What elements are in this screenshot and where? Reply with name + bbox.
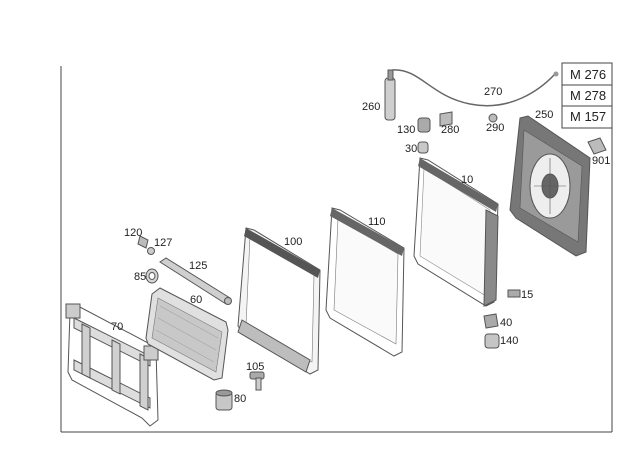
callout-labels: 10 15 30 40 60 70 80 85 100 105 110 120 …: [111, 86, 610, 405]
part-40-mount: [483, 313, 499, 329]
callout-105: 105: [246, 361, 264, 373]
callout-10: 10: [461, 174, 473, 186]
part-60-condenser: [145, 287, 229, 381]
part-250-fan-shroud: [509, 115, 591, 257]
engine-code-m157: M 157: [570, 109, 606, 124]
callout-15: 15: [521, 289, 533, 301]
callout-40: 40: [500, 317, 512, 329]
callout-120: 120: [124, 227, 142, 239]
callout-130: 130: [397, 124, 415, 136]
callout-290: 290: [486, 122, 504, 134]
callout-30: 30: [405, 143, 417, 155]
part-100-radiator: [237, 227, 321, 375]
callout-70: 70: [111, 321, 123, 333]
part-125-pipe: [159, 257, 232, 305]
part-270-line: [391, 69, 559, 107]
part-110-frame: [325, 207, 405, 357]
callout-60: 60: [190, 294, 202, 306]
diagram-frame: [60, 66, 613, 433]
callout-901: 901: [592, 155, 610, 167]
part-85-clamp-ring: [145, 268, 159, 284]
callout-85: 85: [134, 271, 146, 283]
part-280-bracket: [439, 111, 453, 127]
callout-110: 110: [368, 216, 386, 228]
engine-code-m278: M 278: [570, 88, 606, 103]
callout-80: 80: [234, 393, 246, 405]
part-901-module: [587, 137, 607, 155]
callout-250: 250: [535, 109, 553, 121]
part-260-sensor: [384, 69, 396, 121]
part-10-main-radiator: [413, 157, 499, 307]
callout-127: 127: [154, 237, 172, 249]
engine-code-m276: M 276: [570, 67, 606, 82]
part-15-plug: [507, 289, 521, 298]
part-290-clip: [488, 113, 498, 123]
callout-140: 140: [500, 335, 518, 347]
part-30-bushing: [417, 141, 429, 154]
callout-280: 280: [441, 124, 459, 136]
part-120-clip: [137, 235, 149, 249]
engine-code-table: M 276 M 278 M 157: [561, 62, 613, 129]
part-140-bushing: [484, 333, 500, 349]
part-70-front-carrier: [65, 303, 159, 427]
part-127-clip: [147, 247, 155, 255]
part-80-bushing: [215, 389, 233, 411]
callout-100: 100: [284, 236, 302, 248]
part-105-bolt: [249, 371, 265, 391]
part-130-valve: [417, 117, 431, 133]
callout-125: 125: [189, 260, 207, 272]
callout-260: 260: [362, 101, 380, 113]
callout-270: 270: [484, 86, 502, 98]
